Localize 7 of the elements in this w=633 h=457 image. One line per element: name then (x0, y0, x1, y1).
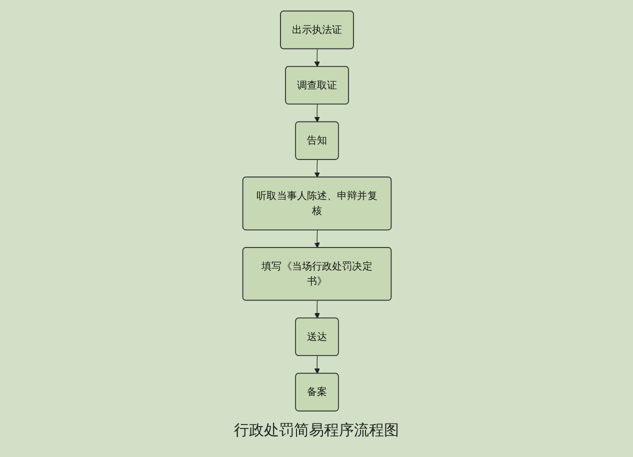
diagram-caption: 行政处罚简易程序流程图 (234, 421, 399, 439)
arrow (314, 104, 320, 122)
arrow (314, 356, 320, 374)
arrow (314, 230, 320, 248)
arrow (314, 48, 320, 67)
arrow (314, 300, 320, 318)
arrow (314, 159, 320, 178)
